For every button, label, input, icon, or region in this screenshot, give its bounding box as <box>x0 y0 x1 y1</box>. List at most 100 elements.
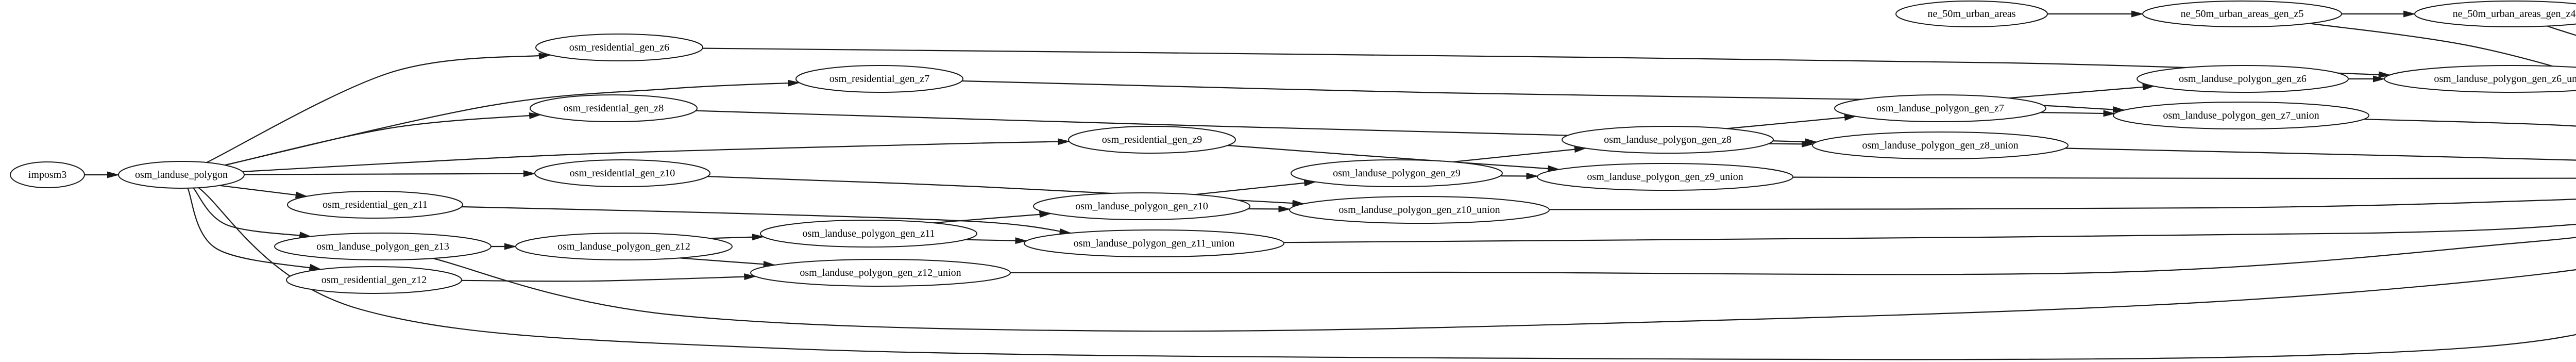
node-label-osm_landuse_polygon_gen_z11_union: osm_landuse_polygon_gen_z11_union <box>1074 238 1235 249</box>
node-shape-osm_landuse_polygon_gen_z12_union <box>750 259 1011 287</box>
edge-ne_50m_urban_areas_gen_z4-to-layer_landuse-z4 <box>2547 25 2576 36</box>
nodes-layer: imposm3 osm_landuse_polygon osm_residentia… <box>10 1 2576 294</box>
node-label-osm_landuse_polygon_gen_z6_union: osm_landuse_polygon_gen_z6_union <box>2434 73 2576 85</box>
edge-osm_landuse_polygon_gen_z11-to-osm_landuse_polygon_gen_z10 <box>933 211 1052 224</box>
node-label-osm_landuse_polygon_gen_z7_union: osm_landuse_polygon_gen_z7_union <box>2163 110 2319 121</box>
node-shape-osm_landuse_polygon_gen_z12 <box>515 233 733 260</box>
node-shape-imposm3 <box>10 161 85 188</box>
node-osm_landuse_polygon: osm_landuse_polygon <box>118 161 245 189</box>
node-label-osm_landuse_polygon_gen_z9_union: osm_landuse_polygon_gen_z9_union <box>1587 171 1743 183</box>
node-osm_landuse_polygon_gen_z9: osm_landuse_polygon_gen_z9 <box>1291 159 1503 187</box>
node-osm_landuse_polygon_gen_z6: osm_landuse_polygon_gen_z6 <box>2137 65 2349 93</box>
node-osm_landuse_polygon_gen_z12: osm_landuse_polygon_gen_z12 <box>515 233 733 260</box>
node-osm_landuse_polygon_gen_z11_union: osm_landuse_polygon_gen_z11_union <box>1024 229 1284 257</box>
node-label-osm_residential_gen_z11: osm_residential_gen_z11 <box>323 199 428 210</box>
node-label-osm_landuse_polygon_gen_z7: osm_landuse_polygon_gen_z7 <box>1876 103 2004 114</box>
node-shape-osm_landuse_polygon_gen_z8 <box>1562 126 1774 154</box>
node-ne_50m_urban_areas_gen_z5: ne_50m_urban_areas_gen_z5 <box>2142 1 2342 27</box>
node-shape-osm_landuse_polygon_gen_z8_union <box>1812 131 2069 159</box>
edge-osm_residential_gen_z6-to-osm_landuse_polygon_gen_z6_union <box>702 47 2391 78</box>
node-label-osm_landuse_polygon_gen_z12: osm_landuse_polygon_gen_z12 <box>557 241 690 252</box>
edge-osm_landuse_polygon_gen_z9-to-osm_landuse_polygon_gen_z8 <box>1452 146 1587 163</box>
node-label-osm_landuse_polygon_gen_z6: osm_landuse_polygon_gen_z6 <box>2179 73 2307 85</box>
node-label-ne_50m_urban_areas: ne_50m_urban_areas <box>1927 8 2015 20</box>
node-shape-osm_landuse_polygon_gen_z13 <box>274 233 492 260</box>
edge-osm_landuse_polygon_gen_z8-to-osm_landuse_polygon_gen_z7 <box>1726 114 1857 129</box>
edge-osm_residential_gen_z11-to-osm_landuse_polygon_gen_z11_union <box>461 206 1072 235</box>
edge-osm_landuse_polygon-to-osm_residential_gen_z7 <box>224 79 801 166</box>
node-shape-osm_landuse_polygon_gen_z9_union <box>1537 163 1793 191</box>
node-imposm3: imposm3 <box>10 161 85 188</box>
edge-osm_landuse_polygon_gen_z11_union-to-layer_landuse-z11 <box>1283 223 2576 243</box>
node-label-osm_landuse_polygon_gen_z12_union: osm_landuse_polygon_gen_z12_union <box>800 267 961 278</box>
node-shape-ne_50m_urban_areas <box>1895 1 2048 27</box>
node-label-osm_landuse_polygon_gen_z13: osm_landuse_polygon_gen_z13 <box>316 241 449 252</box>
node-label-osm_residential_gen_z9: osm_residential_gen_z9 <box>1102 134 1202 145</box>
node-label-osm_residential_gen_z7: osm_residential_gen_z7 <box>829 73 929 85</box>
node-shape-osm_landuse_polygon_gen_z11 <box>760 220 977 248</box>
node-osm_residential_gen_z12: osm_residential_gen_z12 <box>286 266 462 294</box>
node-osm_residential_gen_z6: osm_residential_gen_z6 <box>535 34 703 61</box>
node-shape-osm_landuse_polygon <box>118 161 245 189</box>
node-shape-osm_residential_gen_z12 <box>286 266 462 294</box>
node-shape-osm_landuse_polygon_gen_z7_union <box>2113 102 2369 129</box>
edge-osm_landuse_polygon_gen_z10_union-to-layer_landuse-z10 <box>1549 199 2576 210</box>
edge-osm_landuse_polygon_gen_z8_union-to-layer_landuse-z8 <box>2065 147 2576 161</box>
node-shape-osm_landuse_polygon_gen_z6_union <box>2384 65 2576 93</box>
edge-osm_landuse_polygon_gen_z13-to-layer_landuse-z13 <box>432 257 2576 332</box>
edge-osm_landuse_polygon-to-osm_residential_gen_z8 <box>225 112 541 166</box>
node-osm_landuse_polygon_gen_z8_union: osm_landuse_polygon_gen_z8_union <box>1812 131 2069 159</box>
node-shape-ne_50m_urban_areas_gen_z5 <box>2142 1 2342 27</box>
node-shape-osm_landuse_polygon_gen_z10_union <box>1289 196 1550 224</box>
node-osm_landuse_polygon_gen_z7: osm_landuse_polygon_gen_z7 <box>1834 94 2046 122</box>
node-label-osm_residential_gen_z12: osm_residential_gen_z12 <box>321 274 427 286</box>
node-osm_residential_gen_z10: osm_residential_gen_z10 <box>534 159 710 187</box>
edge-osm_landuse_polygon_gen_z9_union-to-layer_landuse-z9 <box>1792 176 2576 179</box>
node-osm_landuse_polygon_gen_z8: osm_landuse_polygon_gen_z8 <box>1562 126 1774 154</box>
node-shape-osm_landuse_polygon_gen_z9 <box>1291 159 1503 187</box>
node-shape-osm_landuse_polygon_gen_z11_union <box>1024 229 1284 257</box>
node-label-osm_residential_gen_z10: osm_residential_gen_z10 <box>570 168 675 179</box>
node-osm_landuse_polygon_gen_z13: osm_landuse_polygon_gen_z13 <box>274 233 492 260</box>
edge-osm_landuse_polygon_gen_z10-to-osm_landuse_polygon_gen_z9 <box>1194 179 1317 195</box>
node-osm_residential_gen_z8: osm_residential_gen_z8 <box>530 94 698 122</box>
node-shape-osm_residential_gen_z10 <box>534 159 710 187</box>
node-label-osm_landuse_polygon_gen_z8: osm_landuse_polygon_gen_z8 <box>1604 134 1732 145</box>
edge-osm_landuse_polygon_gen_z11-to-osm_landuse_polygon_gen_z11_union <box>965 237 1028 244</box>
node-label-osm_landuse_polygon_gen_z11: osm_landuse_polygon_gen_z11 <box>802 228 935 239</box>
edge-osm_landuse_polygon-to-layer_landuse-z14p <box>198 187 2576 360</box>
node-osm_landuse_polygon_gen_z9_union: osm_landuse_polygon_gen_z9_union <box>1537 163 1793 191</box>
node-osm_landuse_polygon_gen_z11: osm_landuse_polygon_gen_z11 <box>760 220 977 248</box>
edge-osm_landuse_polygon_gen_z12-to-osm_landuse_polygon_gen_z11 <box>709 234 765 241</box>
node-shape-osm_residential_gen_z6 <box>535 34 703 61</box>
node-label-osm_landuse_polygon_gen_z10: osm_landuse_polygon_gen_z10 <box>1075 201 1208 212</box>
node-label-osm_landuse_polygon_gen_z9: osm_landuse_polygon_gen_z9 <box>1333 168 1461 179</box>
node-shape-osm_landuse_polygon_gen_z6 <box>2137 65 2349 93</box>
edges-layer <box>84 10 2576 360</box>
edge-osm_landuse_polygon_gen_z12-to-osm_landuse_polygon_gen_z12_union <box>679 257 776 268</box>
edge-osm_landuse_polygon-to-osm_residential_gen_z6 <box>206 53 551 163</box>
node-shape-osm_residential_gen_z9 <box>1068 126 1236 154</box>
node-osm_residential_gen_z11: osm_residential_gen_z11 <box>287 191 463 219</box>
node-label-ne_50m_urban_areas_gen_z4: ne_50m_urban_areas_gen_z4 <box>2453 8 2576 20</box>
edge-osm_landuse_polygon_gen_z7-to-osm_landuse_polygon_gen_z6 <box>2008 84 2155 99</box>
node-osm_residential_gen_z7: osm_residential_gen_z7 <box>795 65 963 93</box>
node-osm_landuse_polygon_gen_z10: osm_landuse_polygon_gen_z10 <box>1033 192 1250 220</box>
edge-osm_landuse_polygon-to-osm_residential_gen_z9 <box>242 138 1071 172</box>
edge-osm_landuse_polygon-to-osm_residential_gen_z11 <box>219 185 308 199</box>
node-label-osm_landuse_polygon: osm_landuse_polygon <box>135 169 228 180</box>
node-label-ne_50m_urban_areas_gen_z5: ne_50m_urban_areas_gen_z5 <box>2181 8 2304 20</box>
node-label-osm_residential_gen_z6: osm_residential_gen_z6 <box>569 42 669 53</box>
node-label-osm_landuse_polygon_gen_z10_union: osm_landuse_polygon_gen_z10_union <box>1338 204 1500 216</box>
node-ne_50m_urban_areas: ne_50m_urban_areas <box>1895 1 2048 27</box>
node-shape-ne_50m_urban_areas_gen_z4 <box>2414 1 2576 27</box>
node-label-osm_residential_gen_z8: osm_residential_gen_z8 <box>564 103 664 114</box>
node-shape-osm_residential_gen_z8 <box>530 94 698 122</box>
edge-osm_residential_gen_z12-to-osm_landuse_polygon_gen_z12_union <box>461 273 757 282</box>
edge-osm_landuse_polygon-to-osm_landuse_polygon_gen_z13 <box>193 187 312 239</box>
edge-ne_50m_urban_areas_gen_z5-to-layer_landuse-z5 <box>2309 23 2576 74</box>
edge-osm_landuse_polygon_gen_z7_union-to-layer_landuse-z7 <box>2364 119 2576 127</box>
node-ne_50m_urban_areas_gen_z4: ne_50m_urban_areas_gen_z4 <box>2414 1 2576 27</box>
node-label-imposm3: imposm3 <box>28 169 66 180</box>
